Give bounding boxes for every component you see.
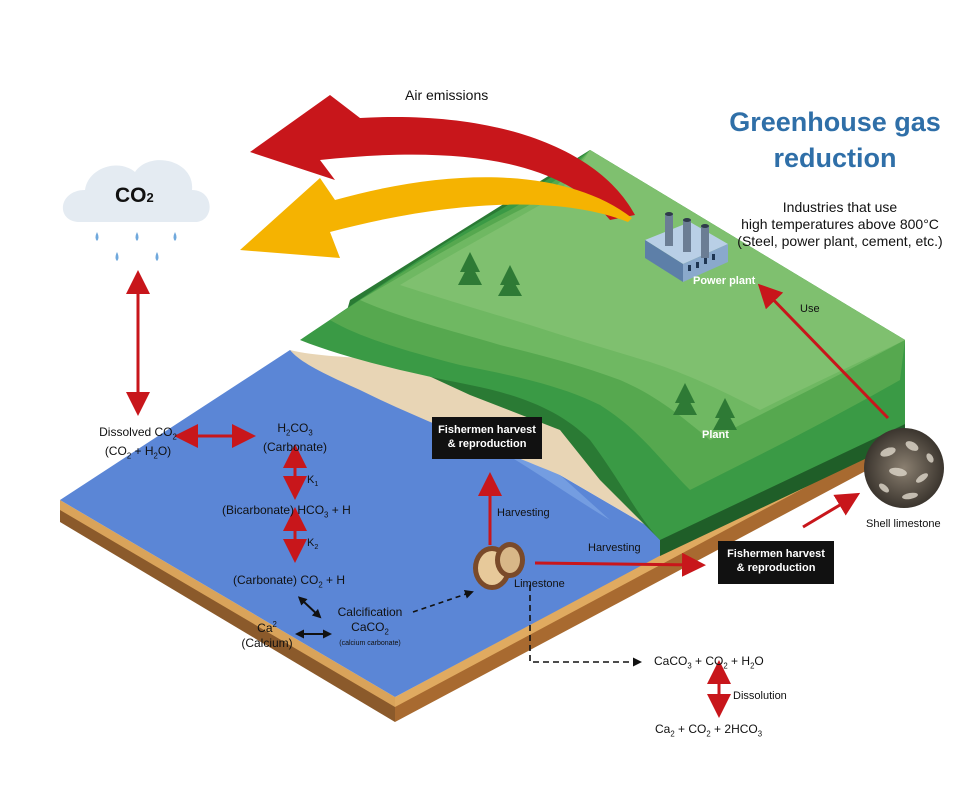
k1-label: K1	[307, 474, 319, 489]
ca2-equation: Ca2 + CO2 + 2HCO3	[655, 722, 763, 739]
title-line-1: Greenhouse gas	[729, 107, 941, 137]
k2-label: K2	[307, 537, 319, 552]
power-plant-icon	[645, 212, 728, 282]
use-arrow	[757, 283, 890, 420]
calcium-carbonate-note: (calcium carbonate)	[339, 640, 401, 648]
title-line-2: reduction	[773, 143, 897, 173]
cloud-icon	[62, 160, 210, 261]
to-shell-limestone-arrow	[802, 492, 861, 529]
fishermen-box-upper: Fishermen harvest & reproduction	[432, 417, 542, 459]
power-plant-label: Power plant	[693, 275, 756, 287]
carbonic-acid-label: H2CO3 (Carbonate)	[262, 421, 328, 455]
calcification-to-limestone-arrow	[412, 589, 474, 613]
air-emissions-label: Air emissions	[405, 87, 489, 103]
page-title: Greenhouse gas reduction	[720, 104, 950, 176]
shell-limestone-image	[864, 428, 944, 508]
carbonate-co2-label: (Carbonate) CO2 + H	[233, 573, 346, 590]
harvesting-right-arrow	[534, 552, 706, 577]
calcium-label: Ca2 (Calcium)	[241, 620, 293, 650]
carbonate-calcification-arrow	[297, 596, 322, 619]
limestone-shell-icon	[473, 542, 525, 590]
shell-limestone-label: Shell limestone	[866, 518, 941, 530]
dissolution-label: Dissolution	[733, 690, 787, 702]
plant-label: Plant	[702, 429, 729, 441]
air-emissions-red-arrow	[250, 95, 635, 220]
industries-note: Industries that use high temperatures ab…	[725, 199, 955, 250]
limestone-to-dissolution-arrow	[529, 585, 642, 667]
bicarbonate-label: (Bicarbonate) HCO3 + H	[222, 503, 351, 520]
limestone-label: Limestone	[514, 578, 565, 590]
cloud-co2-label: CO2	[115, 184, 154, 207]
trees	[458, 252, 737, 430]
industries-line-1: Industries that use	[782, 199, 898, 215]
calcification-text: Calcification	[337, 605, 403, 619]
land	[300, 150, 905, 556]
use-label: Use	[800, 303, 820, 315]
air-emissions-yellow-arrow	[240, 177, 632, 258]
industries-line-3: (Steel, power plant, cement, etc.)	[737, 233, 943, 249]
fishermen-box-right: Fishermen harvest & reproduction	[718, 541, 834, 584]
dissolved-co2-label: Dissolved CO2 (CO2 + H2O)	[99, 425, 177, 461]
harvesting-horizontal-label: Harvesting	[588, 542, 641, 554]
caco3-equation: CaCO3 + CO2 + H2O	[654, 654, 764, 671]
calcification-label: Calcification CaCO2 (calcium carbonate)	[322, 605, 418, 648]
industries-line-2: high temperatures above 800°C	[741, 216, 939, 232]
beach	[290, 350, 680, 545]
harvesting-vertical-label: Harvesting	[497, 507, 550, 519]
